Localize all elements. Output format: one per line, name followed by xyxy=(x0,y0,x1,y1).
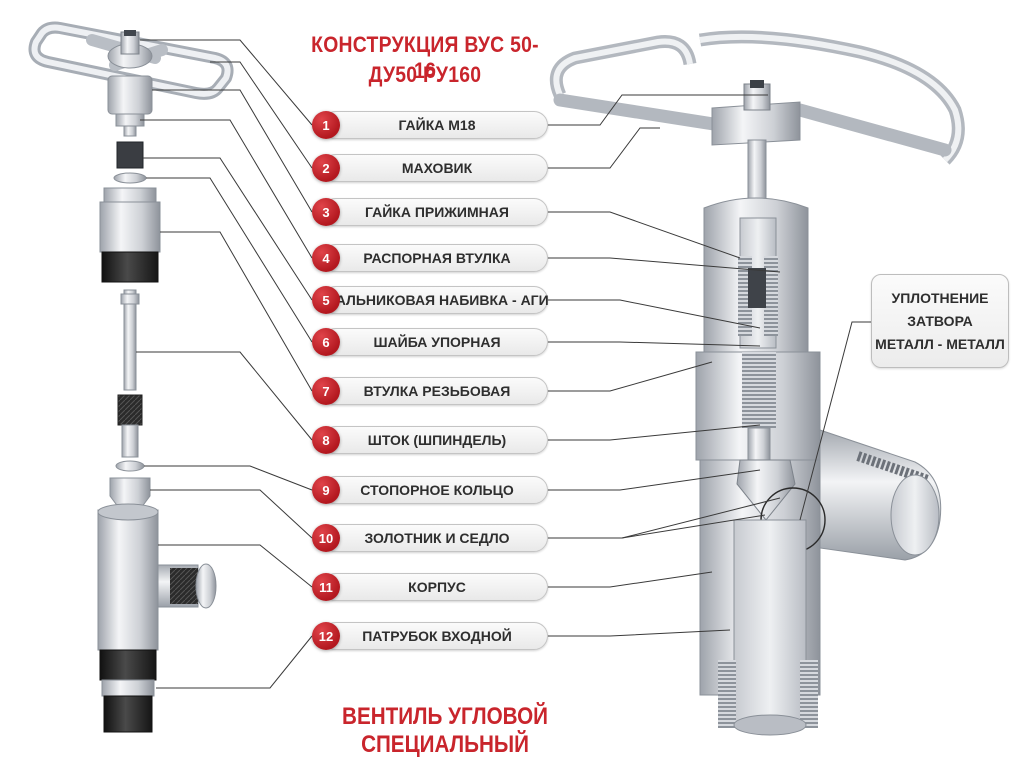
part-number-badge: 1 xyxy=(312,111,340,139)
part-label-pill xyxy=(322,198,548,226)
bottom-title: ВЕНТИЛЬ УГЛОВОЙ СПЕЦИАЛЬНЫЙ xyxy=(342,703,548,758)
exploded-view xyxy=(28,21,234,733)
part-number-badge: 11 xyxy=(312,573,340,601)
part-number-badge: 10 xyxy=(312,524,340,552)
part-label-text: ГАЙКА М18 xyxy=(398,117,476,133)
part-label-5: 5 САЛЬНИКОВАЯ НАБИВКА - АГИ xyxy=(312,286,549,314)
part-label-pill xyxy=(322,476,548,504)
seal-callout-line2: ЗАТВОРА xyxy=(907,312,973,329)
part-label-text: КОРПУС xyxy=(408,579,466,595)
part-label-2: 2 МАХОВИК xyxy=(312,154,548,182)
part-label-pill xyxy=(322,622,548,650)
diagram-title-line2: ДУ50 РУ160 xyxy=(368,62,482,87)
seal-callout-line3: МЕТАЛЛ - МЕТАЛЛ xyxy=(875,335,1005,352)
diagram-title-line1: КОНСТРУКЦИЯ ВУС 50-16 xyxy=(311,32,539,83)
part-number-badge: 9 xyxy=(312,476,340,504)
leader-lines xyxy=(136,39,871,689)
seal-callout: УПЛОТНЕНИЕ ЗАТВОРА МЕТАЛЛ - МЕТАЛЛ xyxy=(871,274,1009,368)
side-outlet xyxy=(819,429,942,561)
part-label-pill xyxy=(322,328,548,356)
part-label-text: МАХОВИК xyxy=(401,160,473,176)
handwheel-right xyxy=(549,30,965,165)
part-number-badge: 2 xyxy=(312,154,340,182)
part-label-text: ШТОК (ШПИНДЕЛЬ) xyxy=(367,432,507,448)
spacer-sleeve-part xyxy=(116,141,144,169)
part-number-badge: 6 xyxy=(312,328,340,356)
part-label-3: 3 ГАЙКА ПРИЖИМНАЯ xyxy=(312,198,548,226)
part-label-12: 12 ПАТРУБОК ВХОДНОЙ xyxy=(312,622,548,650)
part-label-pill xyxy=(322,426,548,454)
part-label-text: РАСПОРНАЯ ВТУЛКА xyxy=(363,250,511,266)
part-label-1: 1 ГАЙКА М18 xyxy=(312,111,548,139)
part-number-badge: 8 xyxy=(312,426,340,454)
part-label-text: ЗОЛОТНИК И СЕДЛО xyxy=(364,530,510,546)
part-label-text: ВТУЛКА РЕЗЬБОВАЯ xyxy=(363,383,511,399)
part-label-text: ШАЙБА УПОРНАЯ xyxy=(373,334,501,350)
part-label-9: 9 СТОПОРНОЕ КОЛЬЦО xyxy=(312,476,548,504)
part-label-10: 10 ЗОЛОТНИК И СЕДЛО xyxy=(312,524,548,552)
part-label-text: СТОПОРНОЕ КОЛЬЦО xyxy=(360,482,514,498)
part-label-pill xyxy=(322,244,548,272)
part-label-11: 11 КОРПУС xyxy=(312,573,548,601)
part-number-badge: 5 xyxy=(312,286,340,314)
body-part xyxy=(97,503,217,733)
part-label-text: ГАЙКА ПРИЖИМНАЯ xyxy=(365,204,509,220)
part-label-pill xyxy=(322,286,548,314)
part-label-text: САЛЬНИКОВАЯ НАБИВКА - АГИ xyxy=(326,292,549,308)
seal-callout-line1: УПЛОТНЕНИЕ xyxy=(891,289,989,306)
part-label-pill xyxy=(322,377,548,405)
valve-disc xyxy=(736,459,796,521)
part-label-6: 6 ШАЙБА УПОРНАЯ xyxy=(312,328,548,356)
part-label-text: ПАТРУБОК ВХОДНОЙ xyxy=(362,628,512,644)
handwheel-left xyxy=(28,21,234,100)
part-label-pill xyxy=(322,111,548,139)
part-number-badge: 7 xyxy=(312,377,340,405)
hub-part xyxy=(107,75,153,115)
part-label-pill xyxy=(322,524,548,552)
part-number-badge: 3 xyxy=(312,198,340,226)
stop-ring-part xyxy=(115,460,145,472)
part-label-8: 8 ШТОК (ШПИНДЕЛЬ) xyxy=(312,426,548,454)
part-number-badge: 12 xyxy=(312,622,340,650)
part-number-badge: 4 xyxy=(312,244,340,272)
part-label-4: 4 РАСПОРНАЯ ВТУЛКА xyxy=(312,244,548,272)
part-label-pill xyxy=(322,573,548,601)
part-label-pill xyxy=(322,154,548,182)
cutaway-view xyxy=(549,30,965,736)
part-label-7: 7 ВТУЛКА РЕЗЬБОВАЯ xyxy=(312,377,548,405)
threaded-sleeve-part xyxy=(99,201,161,253)
washer-part xyxy=(113,172,147,184)
spindle-part xyxy=(123,289,137,391)
